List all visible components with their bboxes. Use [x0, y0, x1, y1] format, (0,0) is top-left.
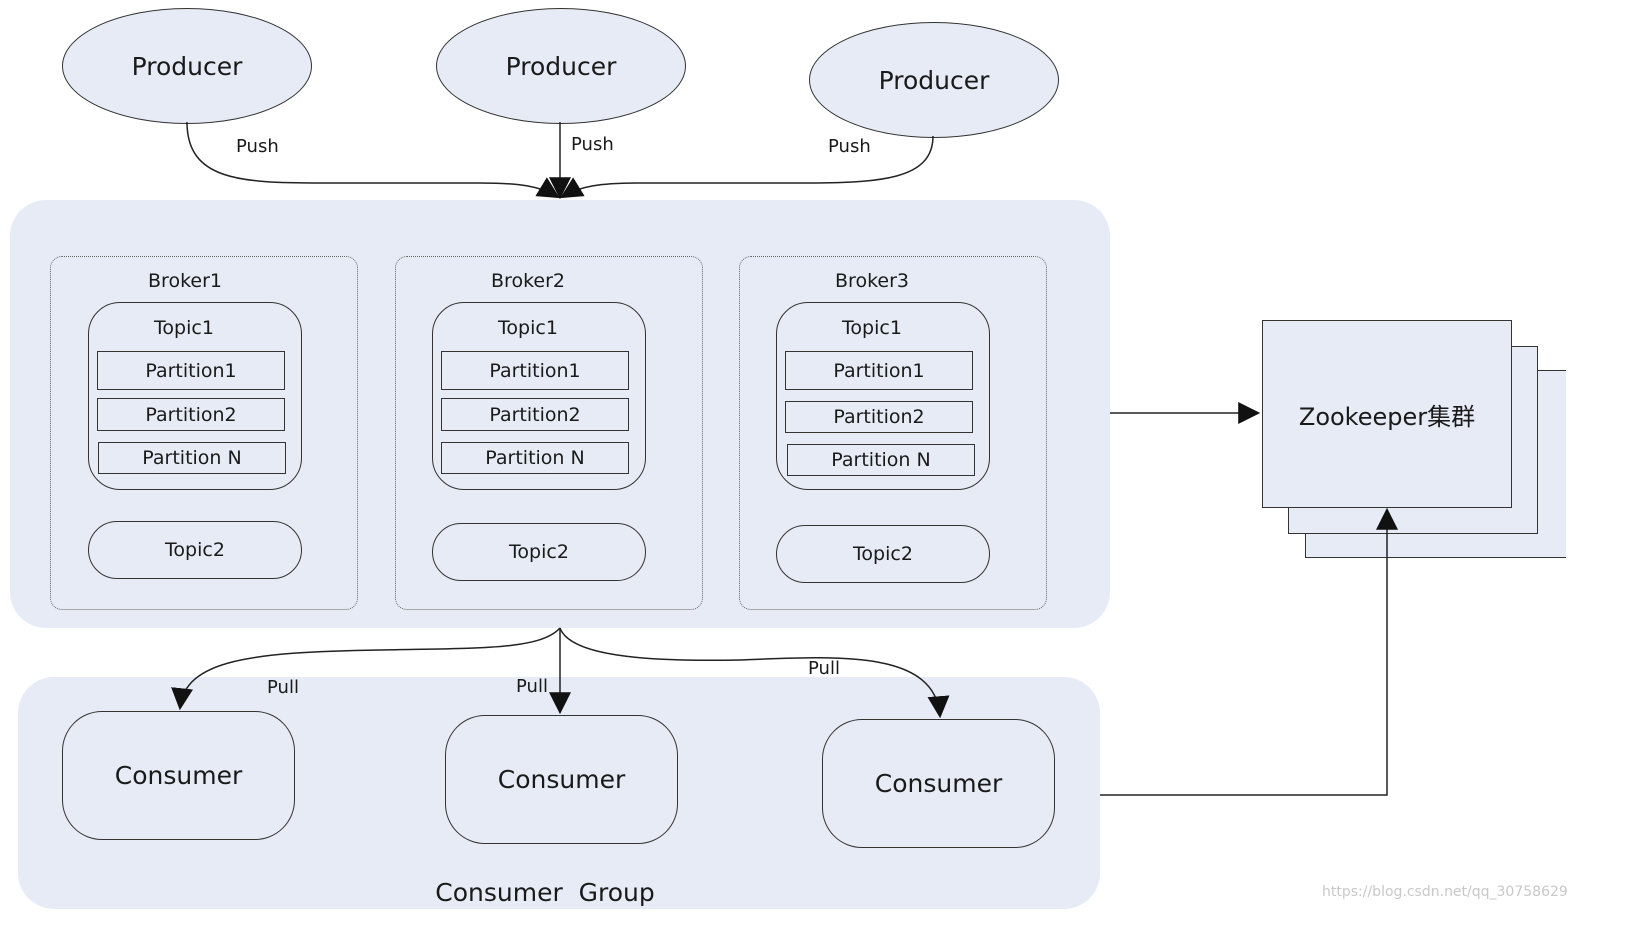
broker-1-partition-2: Partition2 [97, 398, 285, 431]
pull-label-2: Pull [516, 676, 548, 697]
pull-label-3: Pull [808, 658, 840, 679]
pull-label-1: Pull [267, 677, 299, 698]
consumer-3: Consumer [822, 719, 1055, 848]
push-label-2: Push [571, 134, 614, 155]
broker-1-partition-1: Partition1 [97, 351, 285, 390]
broker-3-title: Broker3 [835, 270, 909, 292]
broker-1 [50, 256, 358, 610]
zookeeper-label: Zookeeper集群 [1298, 402, 1476, 431]
producer-2: Producer [436, 8, 686, 124]
broker-2-title: Broker2 [491, 270, 565, 292]
producer-3: Producer [809, 22, 1059, 138]
consumer-group-label: Consumer Group [435, 878, 655, 907]
broker-1-title: Broker1 [148, 270, 222, 292]
consumer-2-label: Consumer [497, 765, 626, 794]
broker-3-topic2: Topic2 [776, 525, 990, 583]
watermark: https://blog.csdn.net/qq_30758629 [1322, 884, 1568, 900]
broker-3 [739, 256, 1047, 610]
consumer-2: Consumer [445, 715, 678, 844]
broker-2-topic1-title: Topic1 [498, 317, 558, 339]
broker-1-topic1-title: Topic1 [154, 317, 214, 339]
broker-1-topic2: Topic2 [88, 521, 302, 579]
broker-2-partition-2: Partition2 [441, 398, 629, 431]
producer-3-label: Producer [878, 65, 990, 95]
push-edge-1 [186, 121, 560, 199]
consumer-1: Consumer [62, 711, 295, 840]
broker-3-topic1-title: Topic1 [842, 317, 902, 339]
producer-2-label: Producer [505, 51, 617, 81]
broker-3-partition-1: Partition1 [785, 351, 973, 390]
push-edge-3 [560, 135, 934, 199]
broker-2-partition-n: Partition N [441, 442, 629, 474]
broker-2-topic2: Topic2 [432, 523, 646, 581]
push-label-1: Push [236, 136, 279, 157]
producer-1: Producer [62, 8, 312, 124]
broker-3-partition-2: Partition2 [785, 401, 973, 433]
broker-2-partition-1: Partition1 [441, 351, 629, 390]
broker-2 [395, 256, 703, 610]
push-label-3: Push [828, 136, 871, 157]
consumer-3-label: Consumer [874, 769, 1003, 798]
broker-3-partition-n: Partition N [787, 444, 975, 476]
producer-1-label: Producer [131, 51, 243, 81]
consumer-1-label: Consumer [114, 761, 243, 790]
zookeeper-cluster: Zookeeper集群 [1262, 320, 1512, 508]
broker-1-partition-n: Partition N [98, 442, 286, 474]
